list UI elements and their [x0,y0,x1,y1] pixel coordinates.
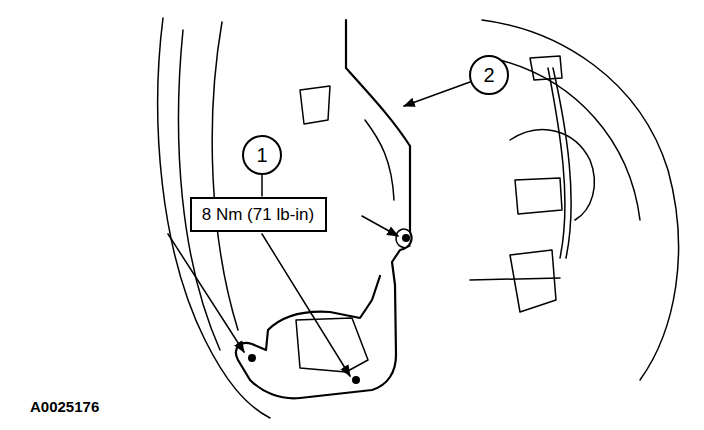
brake-rotor [482,20,679,380]
sensor-wire [470,278,560,280]
shield-rib [300,86,330,124]
wheelhouse-edge [212,22,238,330]
figure-id: A0025176 [30,398,99,415]
leader-line [362,216,398,236]
sensor-clip [530,56,562,80]
knuckle-boss [515,178,562,214]
sensor-connector [510,250,556,312]
callout-number: 1 [242,135,282,175]
callout-number: 1 [256,145,267,165]
leader-line [168,234,244,352]
wheelhouse-edge [178,30,220,350]
torque-spec: 8 Nm (71 lb-in) [202,206,314,223]
callout-number: 2 [469,55,509,95]
leader-line [261,175,263,197]
callout-number: 2 [483,65,494,85]
knuckle [510,130,594,220]
bolt [402,234,410,242]
shield-tab [396,229,410,247]
leader-line [262,234,350,376]
shield-tab [296,318,368,372]
torque-box: 8 Nm (71 lb-in) [190,197,327,232]
knuckle [500,60,640,220]
sensor-wire [553,68,571,258]
bolt [248,354,256,362]
leader-line [404,82,470,106]
bolt [352,376,360,384]
shield-rib [365,120,394,200]
sensor-wire [548,68,565,258]
